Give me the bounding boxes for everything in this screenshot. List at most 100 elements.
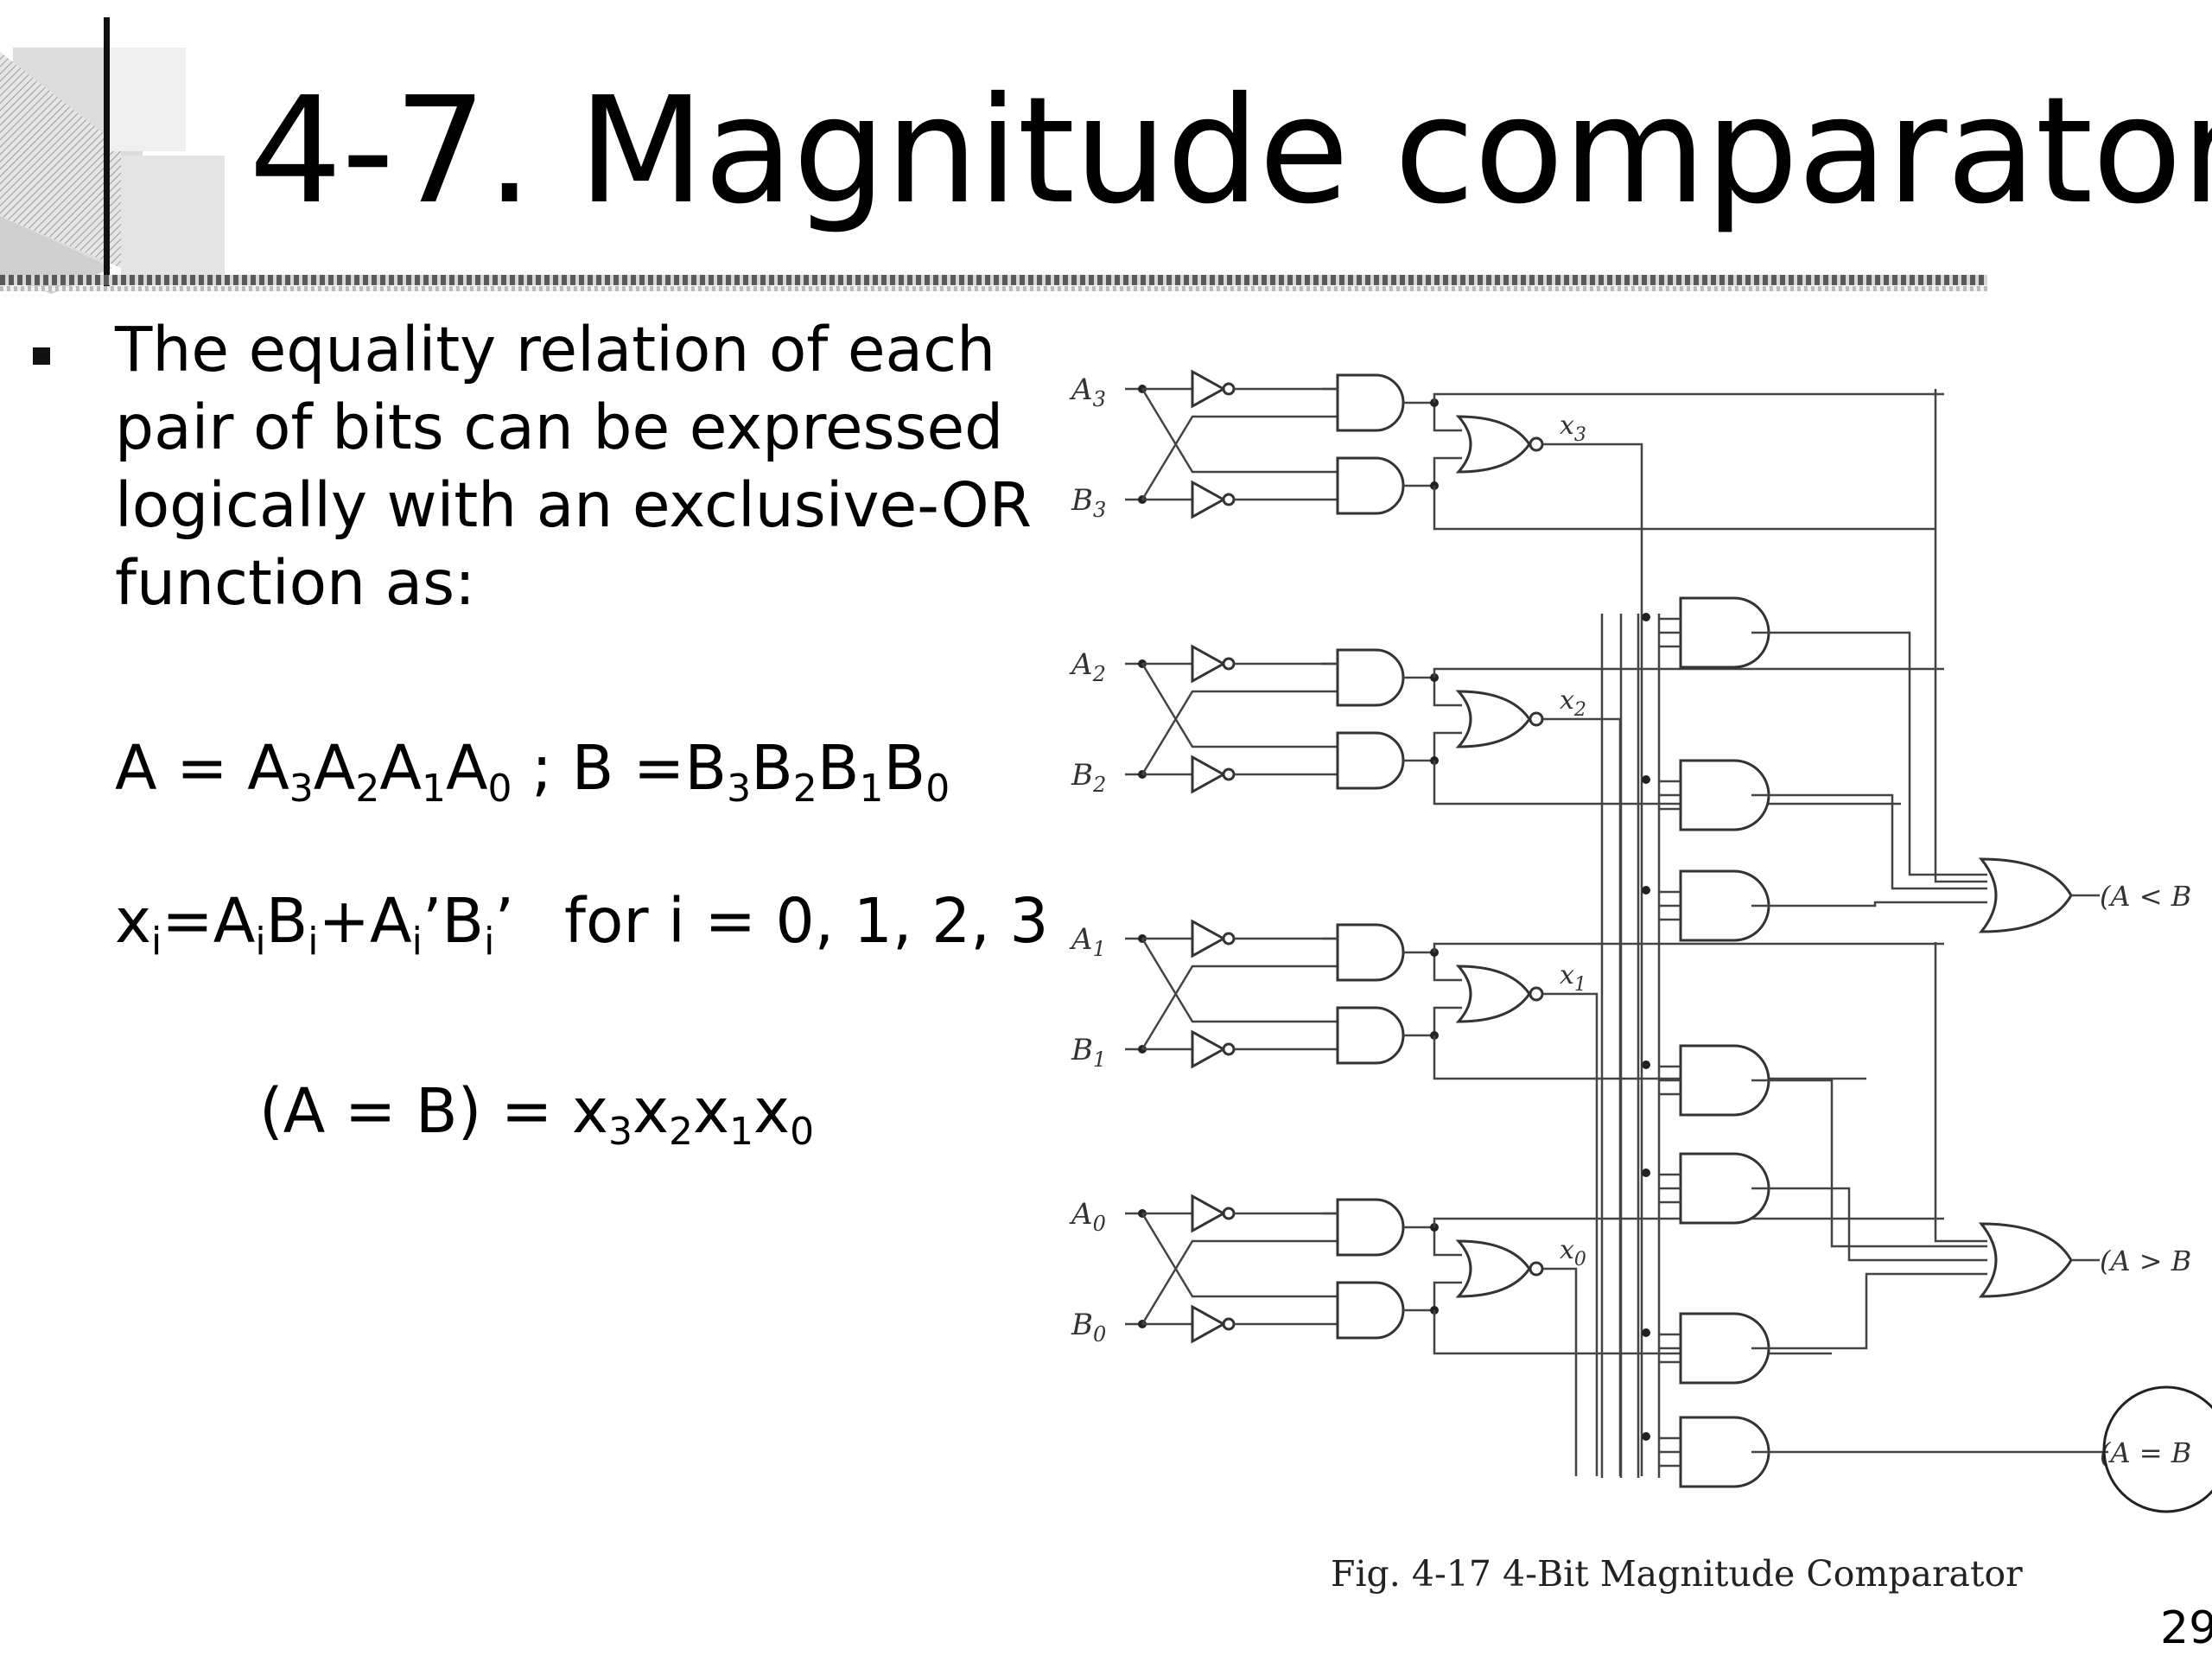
- eq-b-term: B: [883, 732, 926, 804]
- eq-x-sub: i: [255, 920, 266, 964]
- eq-a-sub: 3: [289, 767, 314, 811]
- eq-a-term: A: [445, 732, 488, 804]
- eq-x-prime: ’: [422, 885, 442, 957]
- and-gate: [1336, 923, 1405, 982]
- wire: [1751, 631, 1987, 876]
- eq-eq-term: x: [693, 1075, 730, 1147]
- eq-eq-sub: 3: [607, 1110, 632, 1154]
- title-underline-shadow: [0, 286, 1987, 291]
- eq-a-term: A: [313, 732, 356, 804]
- wire: [1543, 1267, 1578, 1476]
- xi-label: x2: [1560, 685, 1586, 721]
- xi-sub: 2: [1573, 699, 1586, 721]
- wire: [1543, 443, 1643, 1476]
- and-gate: [1336, 373, 1405, 432]
- and-gate: [1336, 648, 1405, 707]
- xi-label: x1: [1560, 960, 1586, 996]
- wire: [1125, 662, 1142, 776]
- eq-x-b: B: [442, 885, 485, 957]
- junction-dot: [1642, 886, 1650, 895]
- nor-gate: [1457, 965, 1544, 1023]
- inverter-gate: [1191, 920, 1236, 958]
- wire: [1433, 1217, 1944, 1227]
- wire: [1433, 942, 1944, 952]
- slide-title: 4-7. Magnitude comparator: [249, 66, 2212, 237]
- eq-x-b: B: [265, 885, 308, 957]
- wire: [1141, 663, 1341, 775]
- figure-caption: Fig. 4-17 4-Bit Magnitude Comparator: [1331, 1553, 2023, 1595]
- eq-a-sub: 2: [355, 767, 380, 811]
- title-vertical-rule: [104, 17, 110, 290]
- eq-eq-term: x: [571, 1075, 608, 1147]
- eq-x-equals: =: [162, 885, 213, 957]
- bullet-text-line-1: The equality relation of each: [115, 314, 996, 385]
- input-b-sub: 3: [1093, 498, 1106, 522]
- wire: [1433, 486, 1936, 531]
- bullet-text-line-3: logically with an exclusive-OR: [115, 469, 1033, 541]
- eq-eq-sub: 0: [790, 1110, 815, 1154]
- inverter-gate: [1191, 1030, 1236, 1068]
- wire: [1142, 937, 1192, 1051]
- inverter-gate: [1191, 1305, 1236, 1343]
- xi-sub: 1: [1574, 974, 1586, 996]
- wire: [1403, 401, 1462, 487]
- wire: [1234, 387, 1341, 501]
- junction-dot: [1642, 613, 1650, 621]
- junction-dot: [1642, 775, 1650, 784]
- eq-b-sub: 0: [925, 767, 950, 811]
- nor-gate: [1457, 415, 1544, 474]
- eq-b-term: B: [751, 732, 793, 804]
- wire: [1751, 901, 1987, 907]
- inverter-gate: [1191, 1194, 1236, 1232]
- input-a-label: A3: [1069, 373, 1106, 411]
- input-a-sub: 3: [1093, 387, 1106, 411]
- eq-b-term: B: [684, 732, 728, 804]
- wire: [1403, 951, 1462, 1037]
- wire: [1433, 392, 1944, 403]
- wire: [1234, 937, 1341, 1051]
- eq-eq-sub: 2: [669, 1110, 693, 1154]
- input-b-sub: 1: [1093, 1048, 1106, 1072]
- wire: [1751, 1272, 1987, 1350]
- wire: [1403, 1226, 1462, 1312]
- inverter-gate: [1191, 645, 1236, 683]
- wire: [1141, 1213, 1341, 1325]
- and-gate: [1336, 1198, 1405, 1257]
- equation-equality: (A = B) = x3x2x1x0: [259, 1080, 814, 1151]
- input-b-label: B0: [1071, 1308, 1106, 1347]
- or-gate-less-than: [1980, 857, 2073, 933]
- eq-x-prime: ’: [494, 885, 514, 957]
- wire: [1322, 937, 1338, 940]
- eq-a-term: A: [247, 732, 289, 804]
- wire: [1543, 992, 1599, 1476]
- xi-label: x3: [1560, 411, 1586, 446]
- eq-a-sub: 1: [421, 767, 446, 811]
- wire: [1403, 676, 1462, 762]
- wire: [1433, 1035, 1866, 1080]
- eq-b-lhs: B =: [571, 732, 685, 804]
- wire: [1125, 387, 1142, 501]
- input-a-label: A2: [1069, 647, 1106, 686]
- input-a-label: A1: [1069, 922, 1106, 961]
- bullet-text-line-2: pair of bits can be expressed: [115, 392, 1004, 463]
- input-b-sub: 0: [1093, 1322, 1106, 1347]
- xi-sub: 3: [1574, 424, 1586, 446]
- wire: [1141, 938, 1341, 1050]
- wire: [1433, 667, 1944, 678]
- eq-eq-term: x: [632, 1075, 669, 1147]
- input-b-sub: 2: [1092, 773, 1106, 797]
- bullet-text-line-4: function as:: [115, 547, 476, 619]
- wire: [1751, 1187, 1987, 1262]
- eq-x-sub: i: [151, 920, 162, 964]
- eq-x-sub: i: [308, 920, 319, 964]
- wire: [1934, 942, 1987, 1243]
- wire: [1433, 1310, 1832, 1355]
- and-gate: [1336, 1006, 1405, 1065]
- wire: [1234, 662, 1341, 776]
- nor-gate: [1457, 690, 1544, 748]
- wire: [2071, 894, 2100, 1262]
- title-decoration: [0, 48, 225, 294]
- junction-dot: [1642, 1432, 1650, 1441]
